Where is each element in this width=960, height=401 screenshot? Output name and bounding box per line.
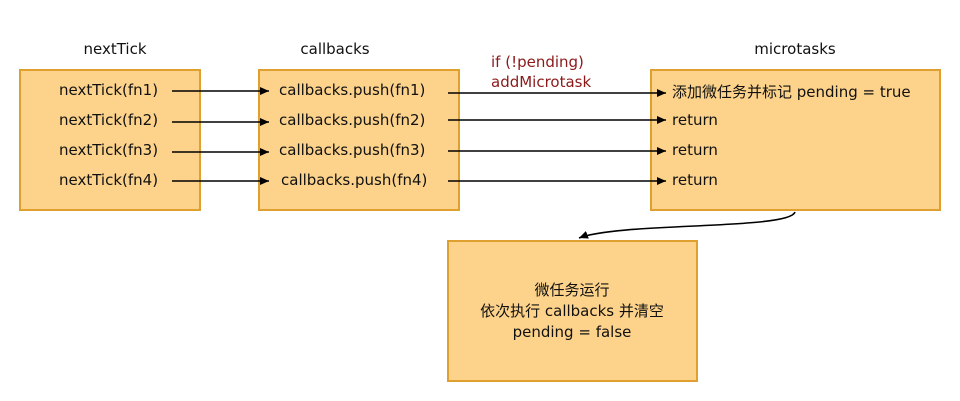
microtask-result-2: return bbox=[672, 111, 718, 129]
condition-line-1: if (!pending) bbox=[491, 53, 584, 71]
run-line-3: pending = false bbox=[512, 323, 632, 341]
run-line-2: 依次执行 callbacks 并清空 bbox=[480, 302, 664, 320]
nexttick-call-3: nextTick(fn3) bbox=[59, 141, 159, 159]
microtask-run-text: 微任务运行 依次执行 callbacks 并清空 pending = false bbox=[447, 280, 697, 343]
arrow-microtasks-to-run-box bbox=[578, 211, 796, 239]
nexttick-call-1: nextTick(fn1) bbox=[59, 81, 159, 99]
microtask-run-box bbox=[447, 240, 698, 382]
condition-label: if (!pending) addMicrotask bbox=[491, 52, 591, 92]
callbacks-box bbox=[258, 69, 460, 211]
microtask-result-4: return bbox=[672, 171, 718, 189]
run-line-1: 微任务运行 bbox=[534, 281, 610, 299]
condition-line-2: addMicrotask bbox=[491, 73, 592, 91]
callbacks-column-title: callbacks bbox=[300, 40, 370, 58]
callback-push-3: callbacks.push(fn3) bbox=[279, 141, 426, 159]
nexttick-call-2: nextTick(fn2) bbox=[59, 111, 159, 129]
microtask-result-1: 添加微任务并标记 pending = true bbox=[672, 83, 911, 101]
callback-push-4: callbacks.push(fn4) bbox=[281, 171, 428, 189]
microtasks-column-title: microtasks bbox=[754, 40, 836, 58]
microtasks-box bbox=[650, 69, 941, 211]
nexttick-box bbox=[19, 69, 201, 211]
nexttick-column-title: nextTick bbox=[83, 40, 147, 58]
callback-push-2: callbacks.push(fn2) bbox=[279, 111, 426, 129]
microtask-result-3: return bbox=[672, 141, 718, 159]
callback-push-1: callbacks.push(fn1) bbox=[279, 81, 426, 99]
nexttick-call-4: nextTick(fn4) bbox=[59, 171, 159, 189]
